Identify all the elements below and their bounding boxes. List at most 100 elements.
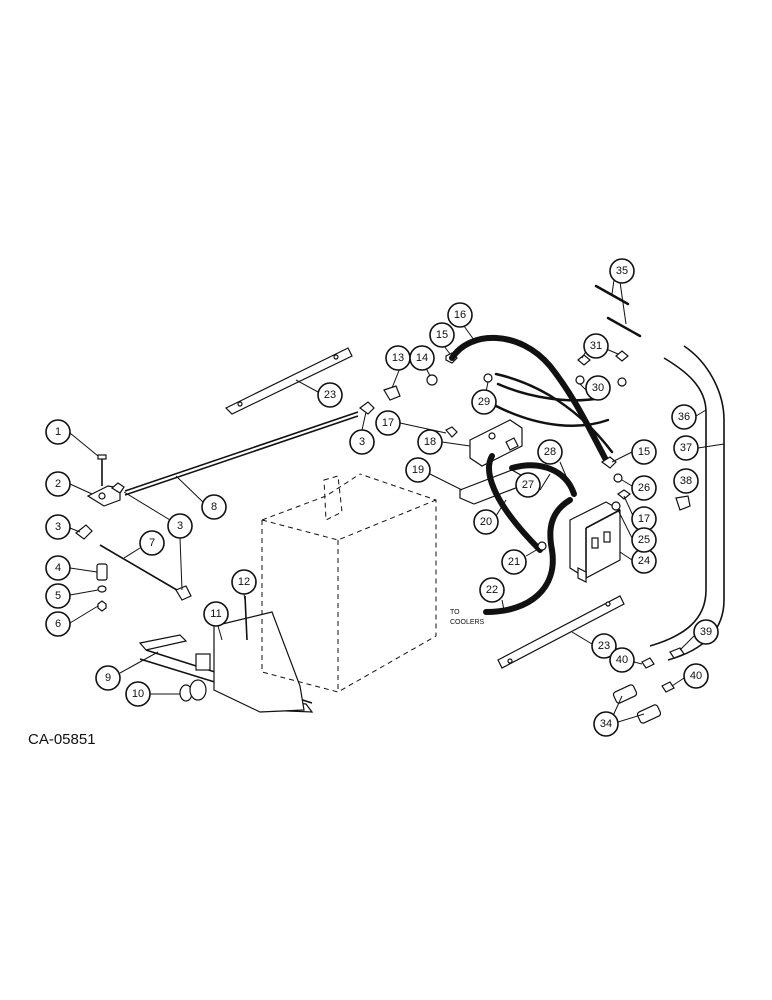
clip-3-upper (359, 401, 375, 415)
svg-text:11: 11 (210, 608, 221, 620)
hose-16 (449, 335, 609, 463)
callout-14: 14 (409, 345, 435, 371)
tube-35b (606, 316, 642, 338)
callout-31: 31 (583, 333, 609, 359)
spacer-4 (96, 563, 108, 581)
fitting-15-right (600, 456, 617, 469)
callout-6: 6 (45, 611, 71, 637)
valve-18 (469, 419, 523, 467)
callout-3-left: 3 (45, 514, 71, 540)
callout-34: 34 (593, 711, 619, 737)
callout-19: 19 (405, 457, 431, 483)
callout-18: 18 (417, 429, 443, 455)
svg-text:8: 8 (211, 501, 217, 513)
svg-text:25: 25 (638, 534, 650, 546)
callout-20: 20 (473, 509, 499, 535)
fitting-17-upper (445, 426, 458, 438)
svg-text:24: 24 (638, 555, 650, 567)
svg-text:37: 37 (680, 442, 692, 454)
svg-text:34: 34 (600, 718, 612, 730)
clamp-14 (426, 374, 438, 386)
svg-text:15: 15 (638, 446, 650, 458)
bracket-11-tab (195, 653, 211, 671)
part-drawings (75, 284, 725, 724)
callout-1: 1 (45, 419, 71, 445)
svg-text:14: 14 (416, 352, 428, 364)
clip-3-left (75, 524, 93, 540)
callout-7: 7 (139, 530, 165, 556)
tube-29 (494, 372, 614, 454)
svg-text:16: 16 (454, 309, 466, 321)
callout-27: 27 (515, 472, 541, 498)
callout-9: 9 (95, 665, 121, 691)
svg-text:28: 28 (544, 446, 556, 458)
svg-text:1: 1 (55, 426, 61, 438)
nut-6 (97, 600, 107, 612)
svg-text:27: 27 (522, 479, 534, 491)
svg-text:10: 10 (132, 688, 144, 700)
fitting-40-right (661, 681, 675, 693)
strap-23-bottom (497, 595, 625, 669)
document-id: CA-05851 (28, 731, 96, 748)
coupler-34 (612, 684, 662, 724)
callout-17-right: 17 (631, 506, 657, 532)
svg-text:5: 5 (55, 590, 61, 602)
callout-29: 29 (471, 389, 497, 415)
clip-38 (675, 495, 691, 511)
svg-text:31: 31 (590, 340, 602, 352)
tube-30a (496, 382, 602, 402)
svg-text:13: 13 (392, 352, 404, 364)
callout-35: 35 (609, 258, 635, 284)
svg-text:17: 17 (638, 513, 650, 525)
tube-30b (494, 404, 610, 428)
rod-8 (124, 411, 359, 492)
bushing-10 (179, 679, 207, 702)
callout-23-bottom: 23 (591, 633, 617, 659)
callout-39: 39 (693, 619, 719, 645)
bolt-1 (97, 454, 107, 486)
svg-text:4: 4 (55, 562, 61, 574)
fitting-40-left (641, 657, 655, 669)
callout-10: 10 (125, 681, 151, 707)
note-to-coolers-line2: COOLERS (450, 619, 485, 626)
clevis-2 (86, 482, 125, 507)
fitting-25 (611, 501, 621, 511)
svg-text:7: 7 (149, 537, 155, 549)
svg-text:3: 3 (55, 521, 61, 533)
rod-7-end (175, 585, 192, 601)
fitting-26 (613, 473, 623, 483)
callout-25: 25 (631, 527, 657, 553)
svg-text:40: 40 (616, 654, 628, 666)
svg-text:15: 15 (436, 329, 448, 341)
callout-22: 22 (479, 577, 505, 603)
callout-24: 24 (631, 548, 657, 574)
fitting-31b (615, 350, 629, 362)
callout-16: 16 (447, 302, 473, 328)
bracket-13 (383, 385, 401, 401)
svg-text:39: 39 (700, 626, 712, 638)
callout-17-upper: 17 (375, 410, 401, 436)
svg-text:3: 3 (359, 436, 365, 448)
callout-8: 8 (201, 494, 227, 520)
callout-3-center: 3 (167, 513, 193, 539)
tank-outline (261, 473, 437, 693)
control-valve-24 (569, 501, 621, 583)
line-36 (649, 357, 707, 647)
svg-text:26: 26 (638, 482, 650, 494)
svg-text:22: 22 (486, 584, 498, 596)
callout-26: 26 (631, 475, 657, 501)
pin-12 (244, 595, 248, 641)
svg-text:40: 40 (690, 670, 702, 682)
fitting-17-right (616, 489, 632, 500)
svg-text:30: 30 (592, 382, 604, 394)
callout-21: 21 (501, 549, 527, 575)
svg-text:9: 9 (105, 672, 111, 684)
callout-5: 5 (45, 583, 71, 609)
svg-text:12: 12 (238, 576, 250, 588)
fitting-39 (669, 647, 685, 659)
callout-40-right: 40 (683, 663, 709, 689)
strap-23-top (224, 347, 353, 415)
washer-5 (97, 585, 107, 593)
svg-text:17: 17 (382, 417, 394, 429)
hose-20 (486, 453, 543, 553)
